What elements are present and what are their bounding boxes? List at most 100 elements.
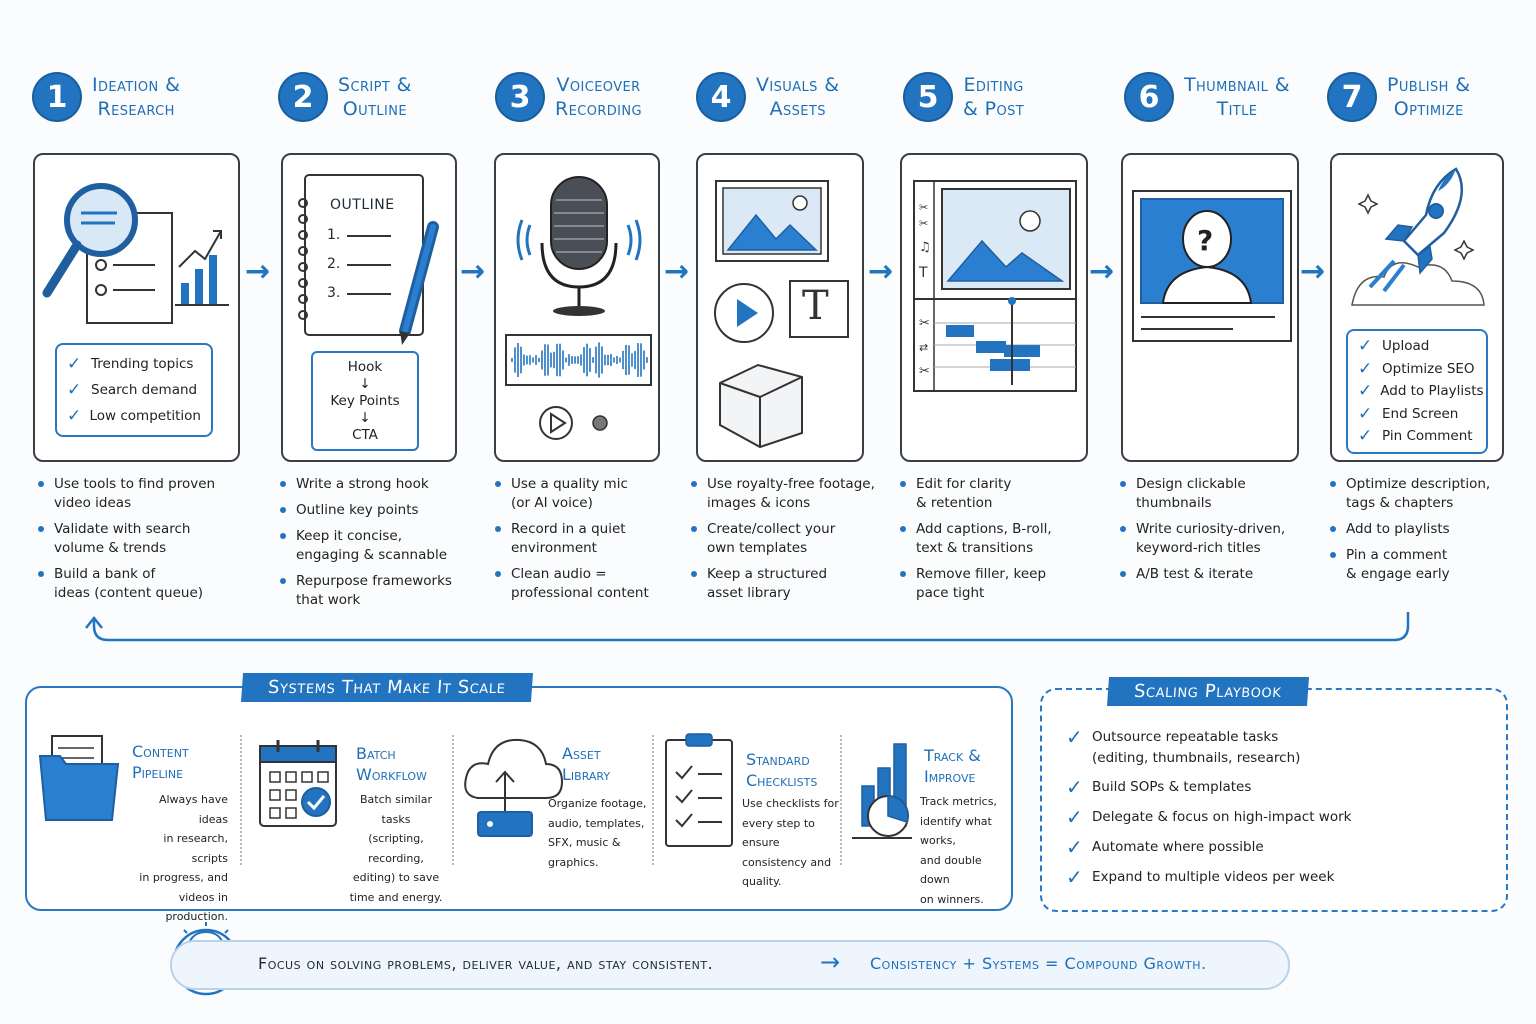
step-4-bullets: Use royalty-free footage, images & icons… [691,475,891,610]
hook-flow: Hook ↓ Key Points ↓ CTA [311,351,419,451]
check-icon: ✓ [67,406,82,426]
step-number: 2 [280,74,326,120]
step-title: Visuals & Assets [756,74,840,120]
footer-banner [170,940,1290,990]
step-title: Ideation & Research [92,74,181,120]
step-5-header: 5 Editing & Post [905,62,1024,132]
check-icon: ✓ [67,380,82,400]
step-5-card: ✂ ✂ ♫ T ✂ ⇄ ✂ [900,153,1088,462]
flow-arrow-icon: → [868,254,894,289]
check-icon: ✓ [1358,336,1373,356]
scaling-playbook-panel [1040,688,1508,912]
flow-arrow-icon: → [460,254,486,289]
step-number: 4 [698,74,744,120]
check-icon: ✓ [1358,426,1373,446]
divider [240,735,242,865]
playbook-item-label: Delegate & focus on high-impact work [1092,809,1352,825]
playbook-item-label: Build SOPs & templates [1092,779,1252,795]
step-title: Script & Outline [338,74,412,120]
bullet-item: Write curiosity-driven, keyword-rich tit… [1120,520,1320,558]
svg-text:✂: ✂ [919,201,928,214]
step-4-header: 4 Visuals & Assets [698,62,839,132]
step-number: 3 [497,74,543,120]
image-video-asset-icons [714,180,849,449]
bullet-item: Keep a structured asset library [691,565,891,603]
step-2-bullets: Write a strong hook Outline key points K… [280,475,465,617]
text-tool-icon: T [802,283,829,329]
step-7-bullets: Optimize description, tags & chapters Ad… [1330,475,1526,591]
step-2-card: OUTLINE 1. 2. 3. Hook ↓ Key Points ↓ CTA [281,153,457,462]
playbook-banner: Scaling Playbook [1106,677,1309,706]
step-4-card: T [696,153,864,462]
step-2-header: 2 Script & Outline [280,62,412,132]
bullet-item: Create/collect your own templates [691,520,891,558]
rocket-launch-icon [1351,167,1485,306]
play-button-icon[interactable] [496,155,662,464]
notebook-pen-icon [298,174,439,345]
step-1-bullets: Use tools to find proven video ideas Val… [38,475,238,610]
audio-waveform-icon [511,342,648,378]
step-3-header: 3 Voiceover Recording [497,62,642,132]
divider [652,735,654,865]
step-title: Editing & Post [963,74,1025,120]
step-number: 6 [1126,74,1172,120]
step-number: 1 [34,74,80,120]
bullet-item: Clean audio = professional content [495,565,680,603]
check-icon: ✓ [1358,403,1373,424]
playbook-item-label: Expand to multiple videos per week [1092,869,1335,885]
bullet-item: Design clickable thumbnails [1120,475,1320,513]
check-icon: ✓ [1066,835,1083,859]
step-7-card: ✓Upload ✓Optimize SEO ✓Add to Playlists … [1330,153,1504,462]
check-label: Add to Playlists [1380,383,1484,399]
system-title: Track & Improve [924,746,981,786]
playbook-item: ✓Expand to multiple videos per week [1066,867,1334,888]
playbook-item: ✓Outsource repeatable tasks (editing, th… [1066,727,1300,769]
step-7-checklist: ✓Upload ✓Optimize SEO ✓Add to Playlists … [1346,329,1488,454]
bullet-item: Outline key points [280,501,465,520]
step-6-header: 6 Thumbnail & Title [1126,62,1290,132]
bullet-item: Pin a comment & engage early [1330,546,1526,584]
step-title: Thumbnail & Title [1184,74,1290,120]
flow-key-points: Key Points [330,393,400,409]
systems-banner: Systems That Make It Scale [240,673,533,702]
bullet-item: Repurpose frameworks that work [280,572,465,610]
check-icon: ✓ [1066,775,1083,799]
step-number: 5 [905,74,951,120]
svg-text:⇄: ⇄ [919,341,928,354]
system-desc: Track metrics, identify what works, and … [920,795,997,906]
system-desc: Batch similar tasks (scripting, recordin… [349,793,443,904]
footer-highlight: Consistency + Systems = Compound Growth. [870,954,1207,973]
check-label: Optimize SEO [1382,360,1475,377]
bullet-item: Validate with search volume & trends [38,520,238,558]
check-label: End Screen [1382,405,1459,422]
svg-text:✂: ✂ [919,364,930,379]
bullet-item: Record in a quiet environment [495,520,680,558]
step-1-checklist: ✓Trending topics ✓Search demand ✓Low com… [55,343,213,437]
step-title: Publish & Optimize [1387,74,1471,120]
system-title: Standard Checklists [746,750,818,790]
magnifier-research-icon [42,183,229,324]
bullet-item: Write a strong hook [280,475,465,494]
step-title: Voiceover Recording [555,74,643,120]
bullet-item: Keep it concise, engaging & scannable [280,527,465,565]
check-icon: ✓ [1066,805,1083,829]
playbook-item: ✓ Delegate & focus on high-impact work [1066,807,1351,828]
step-7-header: 7 Publish & Optimize [1329,62,1470,132]
check-icon: ✓ [1358,358,1373,379]
bullet-item: Remove filler, keep pace tight [900,565,1100,603]
system-desc: Always have ideas in research, scripts i… [139,793,228,923]
flow-hook: Hook [347,359,383,375]
step-1-header: 1 Ideation & Research [34,62,180,132]
outline-item: 3. [327,285,341,301]
svg-text:T: T [918,265,928,281]
bullet-item: Build a bank of ideas (content queue) [38,565,238,603]
system-title: Content Pipeline [132,742,189,782]
svg-text:✂: ✂ [919,217,928,230]
check-icon: ✓ [1358,381,1373,401]
bullet-item: A/B test & iterate [1120,565,1320,584]
flow-arrow-icon: → [1300,254,1326,289]
thumbnail-preview-icon [1132,190,1292,342]
bullet-item: Use royalty-free footage, images & icons [691,475,891,513]
system-desc: Organize footage, audio, templates, SFX,… [548,797,647,869]
playbook-item-label: Automate where possible [1092,839,1264,855]
